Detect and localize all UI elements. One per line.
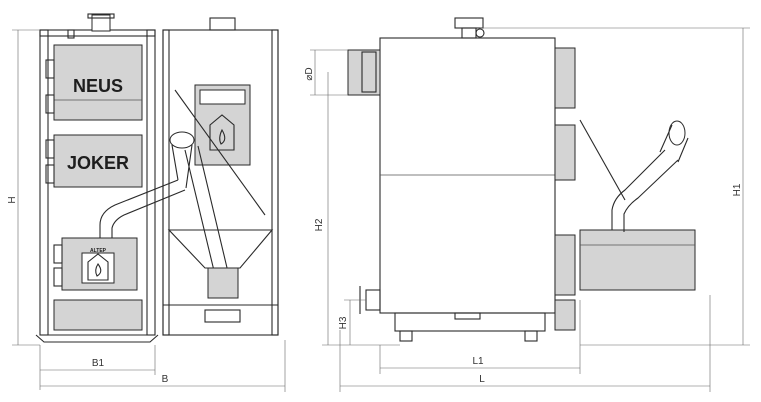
- dim-H3-label: H3: [338, 316, 349, 329]
- brand-neus-label: NEUS: [73, 76, 123, 96]
- front-view-hopper: [162, 17, 279, 336]
- dim-H-label: H: [7, 196, 18, 203]
- boiler-body: [379, 37, 556, 314]
- lower-door: [53, 134, 143, 188]
- dim-B1-label: B1: [92, 358, 105, 369]
- flame-house-icon: [87, 253, 109, 281]
- dim-H2-label: H2: [314, 218, 325, 231]
- flue-outlet-icon: [91, 14, 111, 32]
- dim-D-label: ⌀D: [304, 67, 315, 80]
- display-screen: [199, 89, 246, 105]
- front-view-boiler: NEUS JOKER ALTEP: [35, 13, 195, 343]
- brand-altep-label: ALTEP: [90, 248, 107, 254]
- burner-unit: [579, 229, 696, 291]
- flue-connector: [347, 49, 381, 96]
- ash-drawer: [53, 299, 143, 331]
- dimension-lines: H B1 B ⌀D H2 H3 H1 L1: [7, 27, 750, 392]
- dim-L1-label: L1: [472, 356, 484, 367]
- dim-H1-label: H1: [732, 183, 743, 196]
- upper-door: [53, 44, 143, 121]
- dim-B-label: B: [162, 374, 169, 385]
- side-view: [347, 17, 696, 342]
- pipe-end-icon: [169, 131, 195, 149]
- flame-house-icon: [209, 114, 235, 151]
- pipe-end-icon: [668, 120, 686, 146]
- dim-L-label: L: [479, 374, 485, 385]
- brand-joker-label: JOKER: [67, 153, 129, 173]
